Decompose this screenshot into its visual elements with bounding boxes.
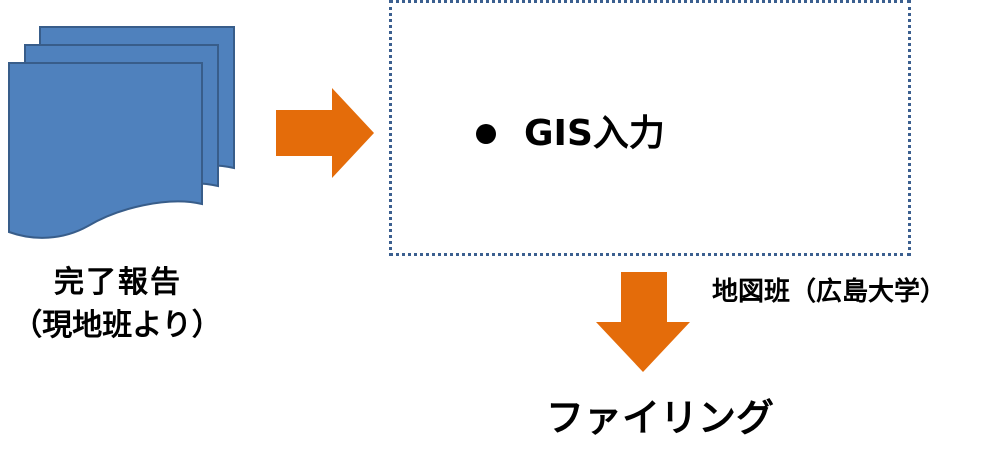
report-source: （現地班より）: [12, 308, 222, 343]
process-item: GIS入力: [476, 108, 665, 160]
right-arrow-icon: [276, 88, 374, 178]
bullet-icon: [476, 124, 496, 144]
document-sheet-front: [8, 62, 203, 239]
process-box: [389, 0, 911, 256]
team-label: 地図班（広島大学）: [712, 277, 947, 307]
down-arrow-icon: [596, 272, 690, 372]
output-label: ファイリング: [546, 396, 775, 440]
process-item-label: GIS入力: [524, 113, 665, 154]
stacked-documents-icon: [8, 26, 235, 239]
report-title: 完了報告: [54, 265, 182, 300]
